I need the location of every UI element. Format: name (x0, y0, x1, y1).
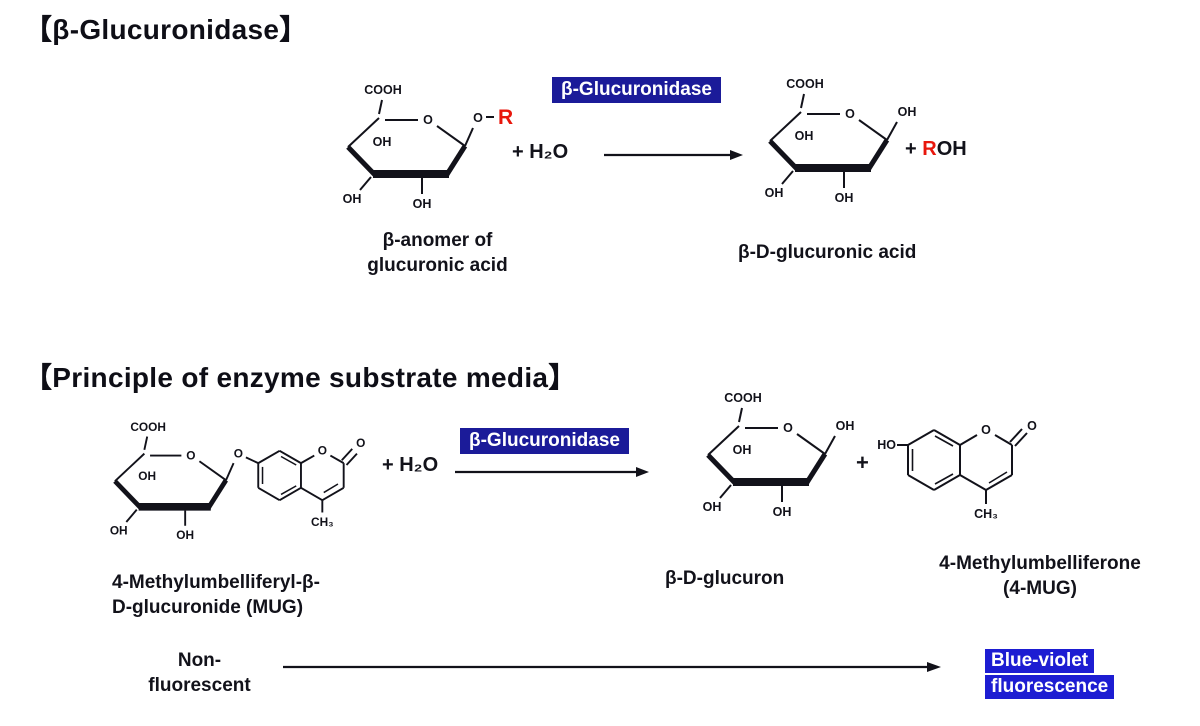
glucuron-caption: β-D-glucuron (665, 568, 785, 589)
sugar-ring-bonds (346, 99, 494, 194)
plus-roh: + ROH (905, 138, 967, 161)
enzyme-label-2: β-Glucuronidase (460, 428, 629, 454)
oh-label: OH (773, 505, 792, 519)
oh-label: OH (795, 129, 814, 143)
section2-title: 【Principle of enzyme substrate media】 (24, 362, 577, 393)
carbonyl-o-label: O (1027, 419, 1037, 433)
caption-line: fluorescent (148, 675, 251, 696)
section1-title: 【β-Glucuronidase】 (24, 14, 308, 45)
glycosidic-o-label: O (234, 446, 243, 460)
fluorescence-line: Blue-violet (985, 649, 1095, 673)
enzyme-label-1: β-Glucuronidase (552, 77, 721, 103)
r-group-label: R (922, 138, 937, 160)
oh-label: OH (936, 138, 967, 160)
ring-o-label: O (423, 113, 433, 127)
plus-water-2: + H₂O (382, 454, 439, 476)
lactone-o-label: O (318, 444, 327, 458)
fluorescence-arrow (283, 662, 941, 672)
oh-label: OH (138, 469, 156, 483)
reaction-arrow-2 (455, 467, 649, 477)
ring-o-label: O (783, 421, 793, 435)
anomeric-o-label: O (473, 111, 483, 125)
oh-label: OH (733, 443, 752, 457)
reaction-arrow-1 (604, 150, 743, 160)
fluorescence-line: fluorescence (985, 675, 1115, 699)
substrate1-caption: β-anomer of glucuronic acid (325, 228, 550, 278)
ring-o-label: O (186, 448, 195, 462)
caption-line: Non- (177, 650, 222, 671)
glucuronic-acid-structure: COOH O OH OH OH OH (765, 77, 917, 205)
methylumbelliferone-caption: 4-Methylumbelliferone (4-MUG) (905, 551, 1175, 601)
ring-o-label: O (845, 107, 855, 121)
product1-caption: β-D-glucuronic acid (738, 242, 917, 263)
methyl-label: CH₃ (311, 515, 334, 529)
oh-label: OH (343, 192, 362, 206)
caption-line: 4-Methylumbelliferone (939, 553, 1141, 574)
oh-label: OH (373, 135, 392, 149)
oh-label: OH (176, 528, 194, 542)
coumarin-bonds (897, 428, 1028, 504)
mug-caption: 4-Methylumbelliferyl-β- D-glucuronide (M… (112, 570, 320, 620)
cooh-label: COOH (724, 391, 762, 405)
oh-label: OH (413, 197, 432, 211)
r-group-label: R (498, 106, 513, 129)
oh-label: OH (765, 186, 784, 200)
cooh-label: COOH (130, 420, 166, 434)
lactone-o-label: O (981, 423, 991, 437)
oh-label: OH (835, 191, 854, 205)
methylumbelliferone-structure: HO O O CH₃ (877, 419, 1037, 521)
methyl-label: CH₃ (974, 507, 998, 521)
plus-label: + (856, 450, 869, 475)
sugar-ring-bonds (706, 407, 836, 502)
cooh-label: COOH (364, 83, 402, 97)
anomeric-oh-label: OH (836, 419, 855, 433)
cooh-label: COOH (786, 77, 824, 91)
glucuron-structure: COOH O OH OH OH OH (703, 391, 855, 519)
anomeric-oh-label: OH (898, 105, 917, 119)
plus-label: + (905, 138, 917, 160)
beta-anomer-structure: COOH O OH OH OH O R (343, 83, 514, 211)
carbonyl-o-label: O (356, 436, 365, 450)
mug-structure: COOH O OH OH OH O O O CH₃ (110, 420, 366, 542)
sugar-ring-bonds (768, 93, 898, 188)
oh-label: OH (110, 523, 128, 537)
hydroxyl-ho-label: HO (877, 438, 896, 452)
mug-bonds (113, 436, 358, 526)
caption-line: (4-MUG) (1003, 578, 1077, 599)
caption-line: 4-Methylumbelliferyl-β- (112, 572, 320, 593)
non-fluorescent-label: Non- fluorescent (122, 648, 277, 698)
caption-line: D-glucuronide (MUG) (112, 597, 304, 618)
plus-water-1: + H₂O (512, 141, 569, 163)
caption-line: glucuronic acid (367, 255, 508, 276)
fluorescence-result: Blue-violet fluorescence (985, 649, 1115, 701)
caption-line: β-anomer of (382, 230, 493, 251)
oh-label: OH (703, 500, 722, 514)
